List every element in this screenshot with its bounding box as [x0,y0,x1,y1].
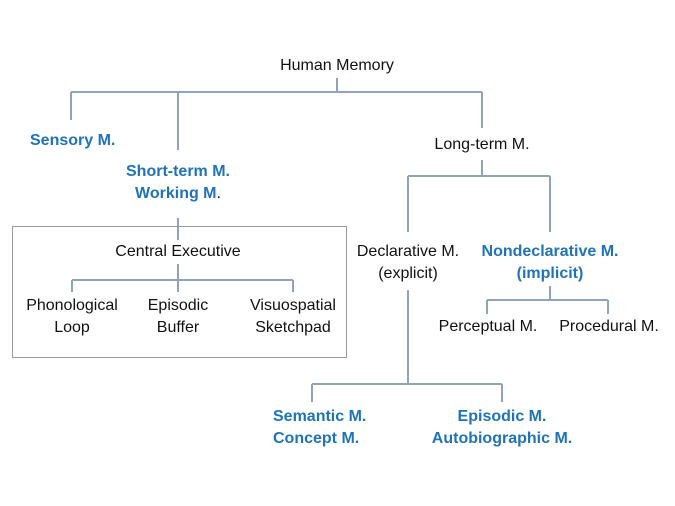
node-declarative-memory: Declarative M. (explicit) [356,243,460,282]
connector-nondeclarative [486,286,609,314]
node-episodic-memory: Episodic M. Autobiographic M. [431,408,573,447]
node-semantic-memory: Semantic M. Concept M. [273,408,367,447]
node-episodic-buffer: Episodic Buffer [147,297,209,336]
short-term-label: Short-term M. [126,163,230,180]
connector-central-executive [71,264,294,292]
node-central-executive: Central Executive [115,243,241,260]
node-nondeclarative-memory: Nondeclarative M. (implicit) [481,243,619,282]
node-long-term-memory: Long-term M. [434,136,530,153]
working-memory-label: Working M. [135,185,221,202]
node-procedural-memory: Procedural M. [559,318,659,335]
node-phonological-loop: Phonological Loop [26,297,118,336]
connector-long-term [407,160,551,232]
node-human-memory: Human Memory [280,57,394,74]
connector-declarative [311,290,503,402]
node-visuospatial-sketchpad: Visuospatial Sketchpad [250,297,336,336]
node-perceptual-memory: Perceptual M. [438,318,538,335]
node-short-term-memory: Short-term M. Working M. [108,161,248,205]
connector-root [70,78,483,150]
node-sensory-memory: Sensory M. [30,132,116,149]
working-memory-box [12,226,347,358]
